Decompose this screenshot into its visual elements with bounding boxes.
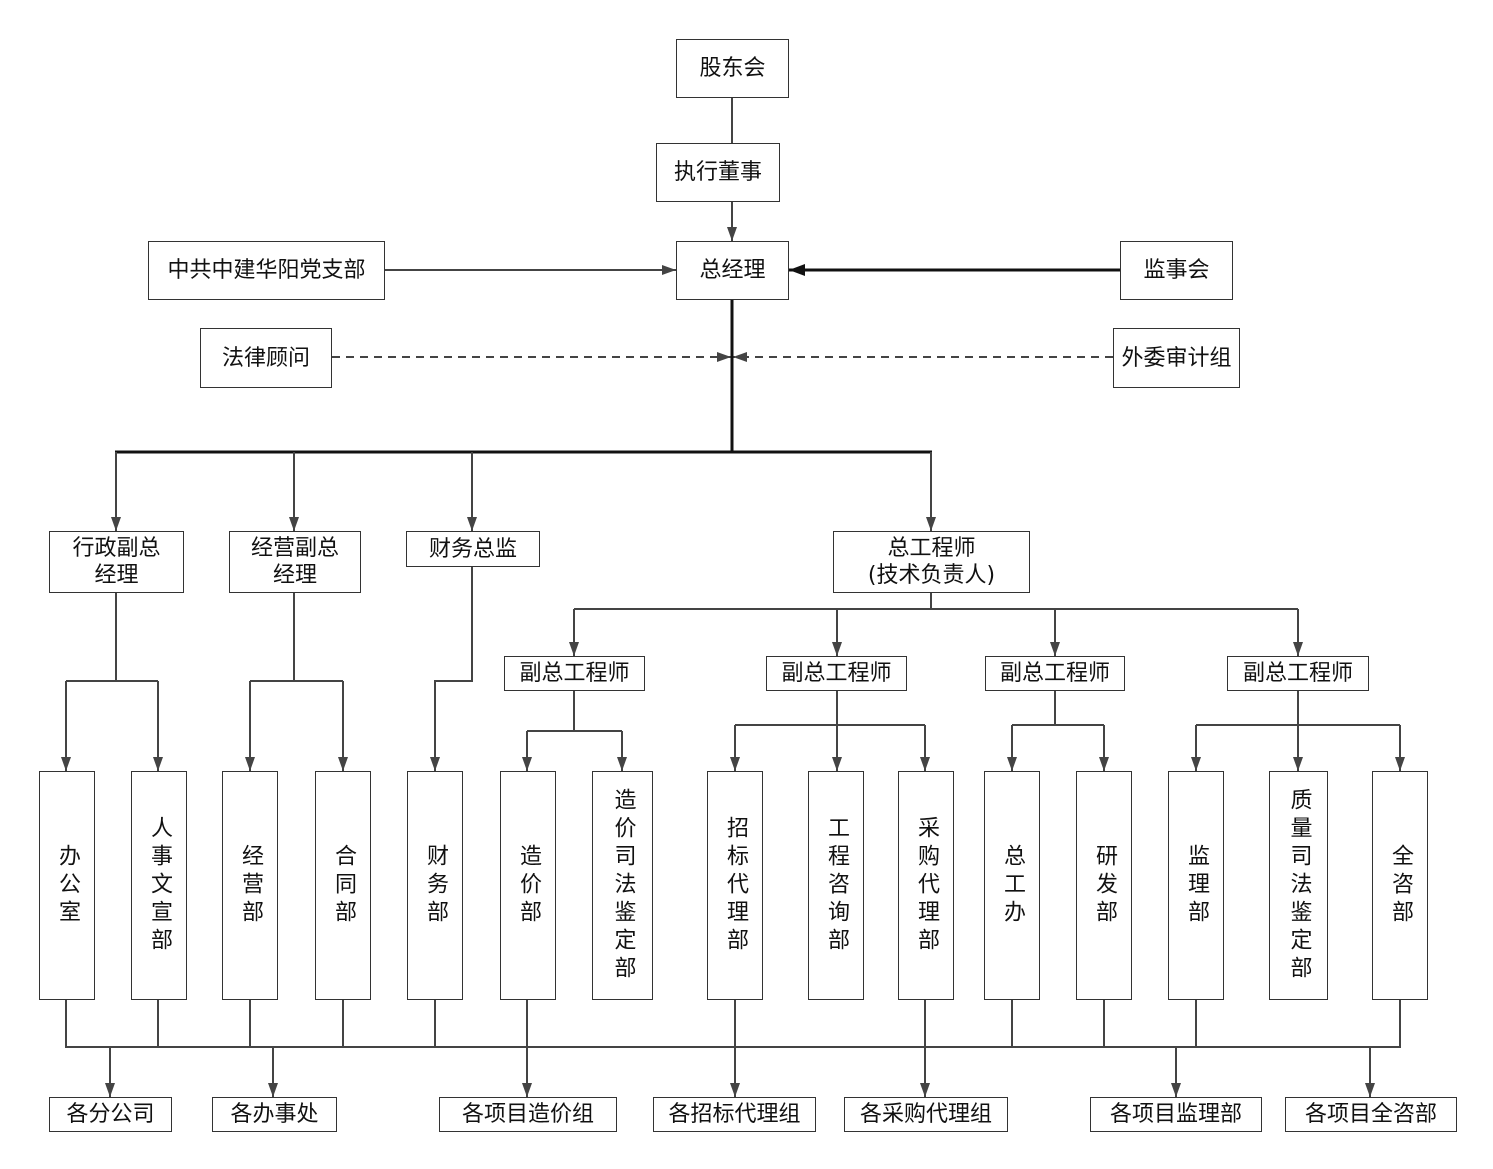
dept-bidding-box: 招标代理部 — [707, 771, 763, 1000]
unit-bidding-groups-box: 各招标代理组 — [653, 1097, 816, 1132]
dept-label: 工程咨询部 — [824, 815, 849, 956]
deputy-engineer-box-1: 副总工程师 — [504, 656, 645, 691]
dept-label: 质量司法鉴定部 — [1286, 787, 1312, 984]
dept-label: 合同部 — [331, 843, 356, 928]
supervisory-board-box: 监事会 — [1120, 241, 1233, 300]
unit-cost-groups-box: 各项目造价组 — [439, 1097, 617, 1132]
external-audit-box: 外委审计组 — [1113, 328, 1240, 388]
dept-cost-forensic-box: 造价司法鉴定部 — [592, 771, 653, 1000]
unit-branches-box: 各分公司 — [49, 1097, 172, 1132]
dept-label: 研发部 — [1092, 843, 1117, 928]
chief-engineer-box: 总工程师 (技术负责人) — [833, 531, 1030, 593]
deputy-engineer-label: 副总工程师 — [519, 661, 630, 686]
dept-chief-office-box: 总工办 — [984, 771, 1040, 1000]
dept-label: 办公室 — [55, 843, 80, 928]
unit-label: 各办事处 — [230, 1102, 319, 1127]
unit-project-supervision-box: 各项目监理部 — [1090, 1097, 1262, 1132]
unit-procurement-groups-box: 各采购代理组 — [844, 1097, 1008, 1132]
dept-label: 采购代理部 — [914, 815, 939, 956]
dept-label: 全咨部 — [1388, 843, 1413, 928]
admin-vp-label: 行政副总 经理 — [72, 536, 161, 588]
unit-label: 各分公司 — [66, 1102, 155, 1127]
dept-label: 造价部 — [516, 843, 541, 928]
dept-contract-box: 合同部 — [315, 771, 371, 1000]
dept-label: 总工办 — [1000, 843, 1025, 928]
dept-label: 人事文宣部 — [147, 815, 172, 956]
dept-finance-box: 财务部 — [407, 771, 463, 1000]
business-vp-label: 经营副总 经理 — [250, 536, 339, 588]
dept-supervision-box: 监理部 — [1168, 771, 1224, 1000]
business-vp-box: 经营副总 经理 — [229, 531, 361, 593]
dept-label: 造价司法鉴定部 — [610, 787, 636, 984]
legal-counsel-box: 法律顾问 — [200, 328, 332, 388]
deputy-engineer-label: 副总工程师 — [999, 661, 1110, 686]
supervisory-board-label: 监事会 — [1143, 258, 1210, 283]
dept-label: 经营部 — [238, 843, 263, 928]
executive-director-label: 执行董事 — [673, 160, 762, 185]
party-branch-box: 中共中建华阳党支部 — [148, 241, 385, 300]
deputy-engineer-box-2: 副总工程师 — [766, 656, 907, 691]
dept-business-box: 经营部 — [222, 771, 278, 1000]
party-branch-label: 中共中建华阳党支部 — [167, 258, 366, 283]
dept-office-box: 办公室 — [39, 771, 95, 1000]
chief-engineer-label: 总工程师 (技术负责人) — [867, 536, 996, 588]
dept-label: 招标代理部 — [723, 815, 748, 956]
dept-rd-box: 研发部 — [1076, 771, 1132, 1000]
dept-cost-box: 造价部 — [500, 771, 556, 1000]
cfo-label: 财务总监 — [428, 536, 517, 562]
deputy-engineer-box-4: 副总工程师 — [1227, 656, 1369, 691]
dept-procurement-box: 采购代理部 — [898, 771, 954, 1000]
dept-consulting-box: 工程咨询部 — [808, 771, 864, 1000]
general-manager-label: 总经理 — [699, 258, 766, 283]
unit-label: 各招标代理组 — [668, 1102, 801, 1127]
deputy-engineer-label: 副总工程师 — [1242, 661, 1353, 686]
unit-label: 各项目全咨部 — [1304, 1102, 1437, 1127]
cfo-box: 财务总监 — [406, 531, 540, 567]
shareholders-box: 股东会 — [676, 39, 789, 98]
unit-label: 各采购代理组 — [859, 1102, 992, 1127]
dept-label: 监理部 — [1184, 843, 1209, 928]
unit-project-full-consulting-box: 各项目全咨部 — [1285, 1097, 1457, 1132]
legal-counsel-label: 法律顾问 — [221, 345, 310, 371]
general-manager-box: 总经理 — [676, 241, 789, 300]
deputy-engineer-box-3: 副总工程师 — [985, 656, 1125, 691]
external-audit-label: 外委审计组 — [1121, 345, 1232, 371]
arrow-to-finance-dept — [430, 567, 473, 771]
shareholders-label: 股东会 — [699, 56, 766, 81]
dept-hr-box: 人事文宣部 — [131, 771, 187, 1000]
dept-label: 财务部 — [423, 843, 448, 928]
dept-quality-forensic-box: 质量司法鉴定部 — [1269, 771, 1328, 1000]
unit-label: 各项目造价组 — [461, 1102, 594, 1127]
unit-offices-box: 各办事处 — [212, 1097, 337, 1132]
dept-full-consulting-box: 全咨部 — [1372, 771, 1428, 1000]
admin-vp-box: 行政副总 经理 — [49, 531, 184, 593]
unit-label: 各项目监理部 — [1109, 1102, 1242, 1127]
deputy-engineer-label: 副总工程师 — [781, 661, 892, 686]
executive-director-box: 执行董事 — [656, 143, 780, 202]
